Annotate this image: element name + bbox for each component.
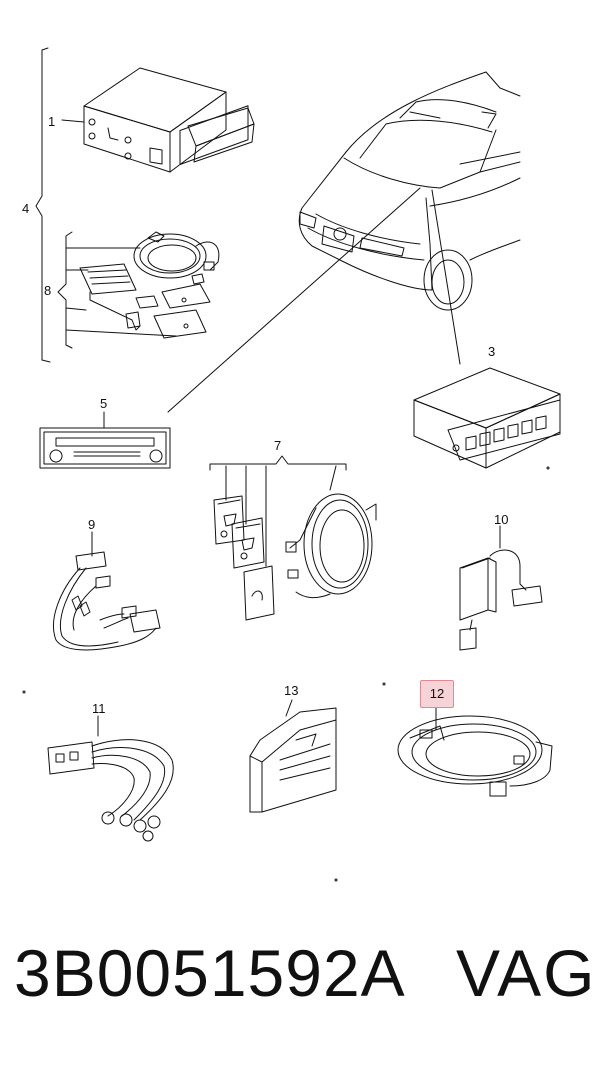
parts-diagram: 1 3 4 5 7 8 9 10 11 13 12 — [22, 0, 600, 900]
instruction-booklet-icon — [250, 700, 336, 812]
install-kit-icon — [58, 232, 219, 348]
vehicle-front-icon — [299, 72, 520, 310]
brand-label: VAG — [456, 936, 597, 1010]
antenna-cable-icon — [398, 706, 552, 796]
callout-8: 8 — [44, 283, 52, 298]
callout-7: 7 — [274, 438, 282, 453]
rca-cable-icon — [48, 716, 173, 841]
interface-module-icon — [460, 526, 542, 650]
footer: 3B0051592A VAG — [0, 935, 600, 1035]
antenna-kit-icon — [210, 456, 376, 620]
part-number: 3B0051592A — [14, 936, 406, 1010]
cd-changer-icon — [62, 68, 254, 172]
callout-11: 11 — [92, 701, 106, 716]
radio-faceplate-icon — [40, 412, 170, 468]
adapter-harness-icon — [53, 532, 160, 650]
callout-1: 1 — [48, 114, 56, 129]
callout-13: 13 — [284, 683, 299, 698]
bracket-4 — [36, 48, 50, 362]
callout-12: 12 — [429, 686, 445, 701]
callout-3: 3 — [488, 344, 496, 359]
callout-10: 10 — [494, 512, 509, 527]
callout-5: 5 — [100, 396, 108, 411]
callout-4: 4 — [22, 201, 30, 216]
callout-9: 9 — [88, 517, 96, 532]
callout-12-highlight[interactable]: 12 — [420, 680, 454, 708]
leader-lines — [168, 188, 460, 412]
radio-unit-icon — [414, 368, 560, 468]
